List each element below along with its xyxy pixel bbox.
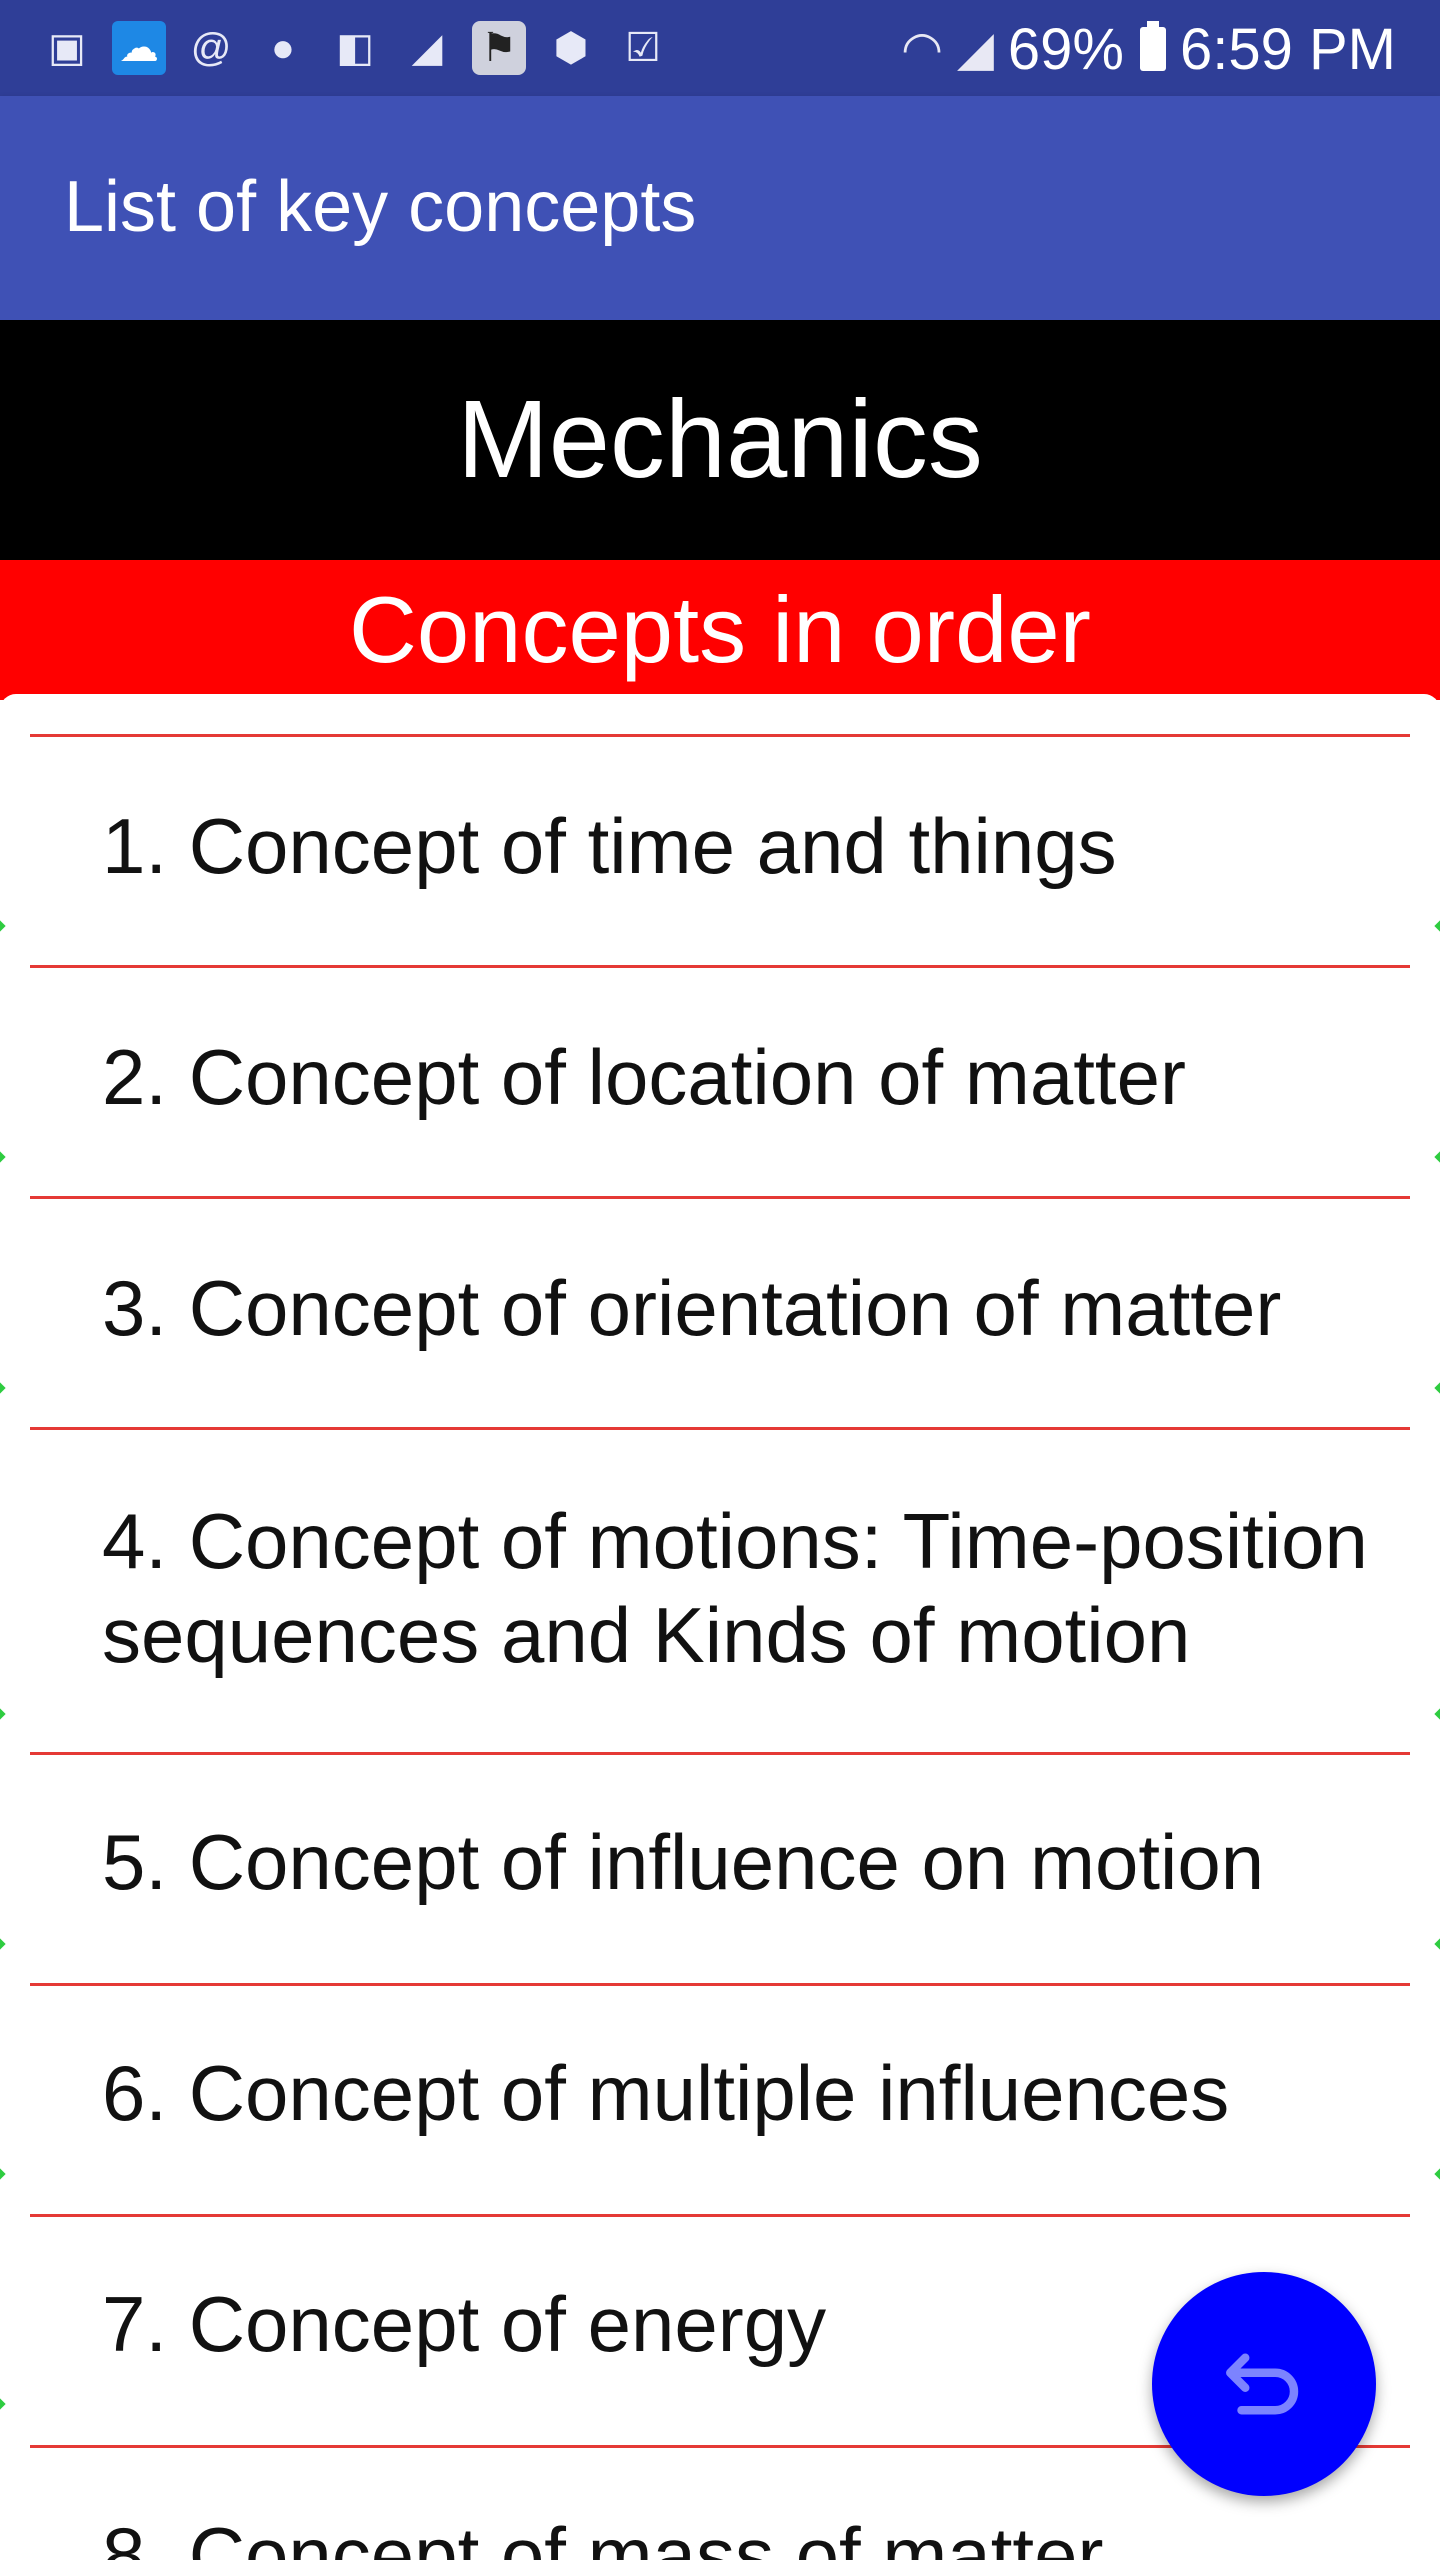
concept-label: 8. Concept of mass of matter — [102, 2511, 1104, 2560]
email-icon: @ — [190, 26, 232, 70]
notification-icons: ▣ ☁ @ ● ◧ ◢ ⚑ ⬢ ☑ — [40, 20, 670, 76]
hexagon-icon: ⬢ — [553, 26, 589, 70]
status-right: ◠ ◢ 69% 6:59 PM — [901, 14, 1396, 84]
concept-item-2[interactable]: 2. Concept of location of matter — [30, 968, 1410, 1199]
messaging-icon: ● — [270, 26, 296, 70]
battery-icon — [1140, 21, 1166, 71]
subtitle-title: Concepts in order — [349, 577, 1091, 682]
concept-label: 4. Concept of motions: Time-position seq… — [102, 1497, 1368, 1679]
clock: 6:59 PM — [1180, 16, 1396, 82]
app-title: List of key concepts — [64, 167, 697, 247]
concept-label: 3. Concept of orientation of matter — [102, 1264, 1282, 1352]
concept-label: 5. Concept of influence on motion — [102, 1818, 1265, 1906]
concept-item-1[interactable]: 1. Concept of time and things — [30, 737, 1410, 968]
section-title: Mechanics — [457, 378, 983, 501]
gallery-icon: ▣ — [48, 26, 86, 70]
fk-icon: ◧ — [336, 26, 374, 70]
subtitle-header: Concepts in order — [0, 560, 1440, 700]
return-fab-button[interactable] — [1152, 2272, 1376, 2496]
undo-return-icon — [1226, 2353, 1299, 2415]
concept-item-4[interactable]: 4. Concept of motions: Time-position seq… — [30, 1430, 1410, 1755]
concept-label: 7. Concept of energy — [102, 2280, 827, 2368]
signal-icon: ◢ — [956, 23, 994, 76]
concept-label: 6. Concept of multiple influences — [102, 2049, 1230, 2137]
concept-item-8[interactable]: 8. Concept of mass of matter — [30, 2448, 1410, 2560]
concept-item-5[interactable]: 5. Concept of influence on motion — [30, 1755, 1410, 1986]
concept-item-3[interactable]: 3. Concept of orientation of matter — [30, 1199, 1410, 1430]
battery-percent: 69% — [1007, 16, 1124, 82]
app-bar: List of key concepts — [0, 96, 1440, 320]
concept-label: 1. Concept of time and things — [102, 802, 1117, 890]
chart-icon: ◢ — [411, 26, 443, 70]
status-bar: ▣ ☁ @ ● ◧ ◢ ⚑ ⬢ ☑ ◠ ◢ 69% 6:59 PM — [0, 0, 1440, 96]
concept-item-6[interactable]: 6. Concept of multiple influences — [30, 1986, 1410, 2217]
list-divider — [30, 734, 1410, 737]
cloud-icon: ☁ — [112, 21, 166, 75]
wifi-icon: ◠ — [901, 23, 943, 76]
section-header: Mechanics — [0, 320, 1440, 560]
concept-item-7[interactable]: 7. Concept of energy — [30, 2217, 1410, 2448]
concept-list[interactable]: 1. Concept of time and things 2. Concept… — [0, 694, 1440, 2560]
flag-icon: ⚑ — [472, 21, 526, 75]
concept-label: 2. Concept of location of matter — [102, 1033, 1186, 1121]
clipboard-check-icon: ☑ — [625, 26, 661, 70]
